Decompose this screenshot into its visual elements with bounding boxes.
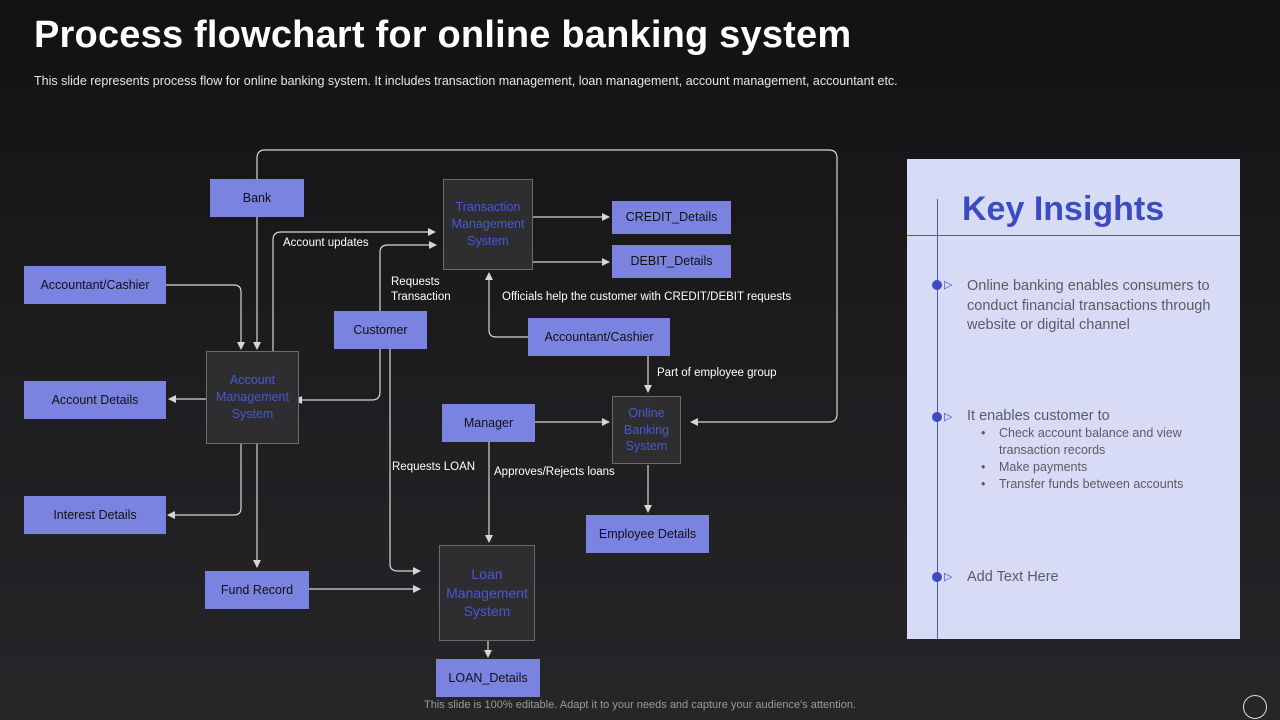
node-fund-record: Fund Record <box>205 571 309 609</box>
label-part-of-employee-group: Part of employee group <box>657 367 777 379</box>
page-subtitle: This slide represents process flow for o… <box>34 74 898 88</box>
node-transaction-management-system: Transaction Management System <box>443 179 533 270</box>
bullet-dot-icon <box>932 280 942 290</box>
insight-2-sub-item: Transfer funds between accounts <box>981 476 1219 493</box>
node-debit-details: DEBIT_Details <box>612 245 731 278</box>
label-requests-loan: Requests LOAN <box>392 461 476 473</box>
edge-customer-transaction <box>379 241 437 312</box>
node-accountant-cashier-right: Accountant/Cashier <box>528 318 670 356</box>
label-account-updates: Account updates <box>283 237 369 249</box>
bullet-dot-icon <box>932 572 942 582</box>
edge-account-updates <box>272 228 436 353</box>
label-officials-help: Officials help the customer with CREDIT/… <box>502 291 792 303</box>
insight-1: Online banking enables consumers to cond… <box>967 278 1211 334</box>
bullet-dot-icon <box>932 412 942 422</box>
edge-customer-loan <box>389 349 421 575</box>
page-title: Process flowchart for online banking sys… <box>34 14 852 56</box>
node-account-management-system: Account Management System <box>206 351 299 444</box>
insight-2-sub-item: Check account balance and view transacti… <box>981 425 1219 459</box>
edge-accountant-account <box>166 284 245 350</box>
node-loan-details: LOAN_Details <box>436 659 540 697</box>
footer-note: This slide is 100% editable. Adapt it to… <box>424 699 856 711</box>
key-insights-panel: Key Insights ▷ Online banking enables co… <box>907 159 1240 639</box>
edge-interest <box>167 444 242 519</box>
edge-customer-account <box>294 349 381 404</box>
bullet-triangle-icon: ▷ <box>944 279 953 291</box>
circle-nav-icon[interactable] <box>1243 695 1267 719</box>
insight-2-sublist: Check account balance and view transacti… <box>981 425 1219 493</box>
node-employee-details: Employee Details <box>586 515 709 553</box>
label-requests-transaction: Requests Transaction <box>391 276 451 303</box>
node-interest-details: Interest Details <box>24 496 166 534</box>
node-account-details: Account Details <box>24 381 166 419</box>
key-insights-title: Key Insights <box>962 190 1165 228</box>
node-credit-details: CREDIT_Details <box>612 201 731 234</box>
node-loan-management-system: Loan Management System <box>439 545 535 641</box>
bullet-triangle-icon: ▷ <box>944 571 953 583</box>
insight-2: It enables customer to <box>967 408 1110 424</box>
edge-loop-online <box>256 149 838 426</box>
edge-accountant-transaction <box>485 272 528 338</box>
node-online-banking-system: Online Banking System <box>612 396 681 464</box>
insight-3: Add Text Here <box>967 569 1059 585</box>
label-approves-rejects: Approves/Rejects loans <box>494 466 615 478</box>
bullet-triangle-icon: ▷ <box>944 411 953 423</box>
node-customer: Customer <box>334 311 427 349</box>
node-accountant-cashier-left: Accountant/Cashier <box>24 266 166 304</box>
node-manager: Manager <box>442 404 535 442</box>
panel-divider <box>907 235 1240 236</box>
insight-2-sub-item: Make payments <box>981 459 1219 476</box>
node-bank: Bank <box>210 179 304 217</box>
